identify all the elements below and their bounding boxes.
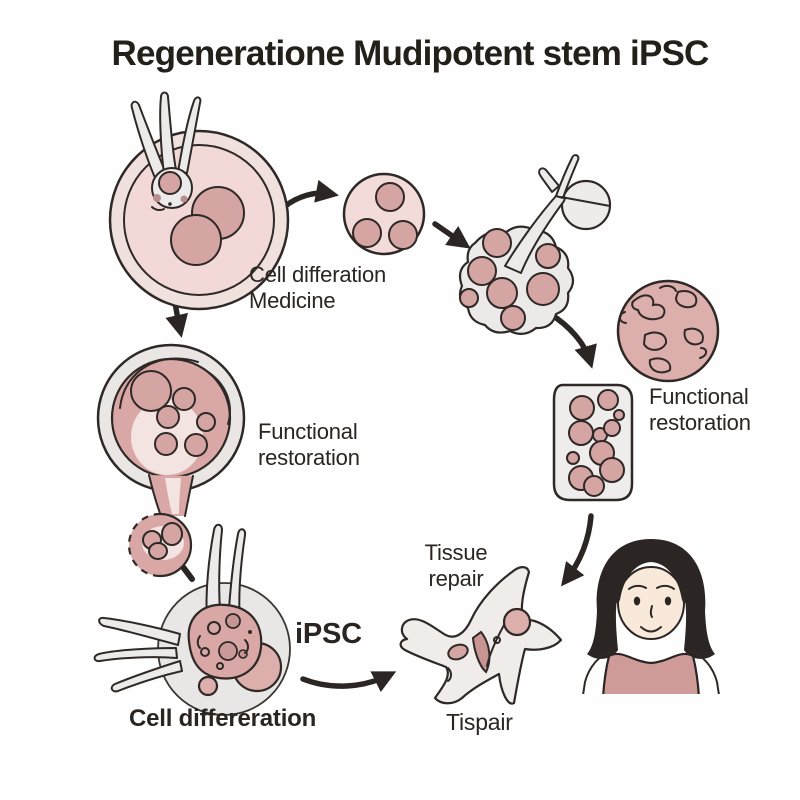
eyebrow-right [656, 584, 675, 590]
nose [649, 605, 653, 618]
label-tispair: Tispair [446, 709, 513, 735]
eye-left [633, 596, 641, 606]
diagram-title: Regeneratione Mudipotent stem iPSC [111, 34, 709, 73]
label-cell-differation: Cell differation Medicine [249, 262, 386, 313]
star-cell-illustration [399, 566, 563, 705]
label-line: Functional [649, 384, 749, 409]
label-line: Functional [258, 419, 358, 444]
label-ipsc: iPSC [295, 618, 362, 650]
arrow-egg-to-stemcell [281, 179, 339, 210]
label-line: Medicine [249, 287, 336, 313]
hair-back [587, 539, 715, 659]
eye-right [664, 596, 672, 606]
shirt [601, 652, 701, 700]
tissue-sphere-illustration [616, 279, 720, 383]
micropipette-icon [130, 100, 167, 181]
label-cell-differeration: Cell differeration [129, 705, 317, 732]
arm-left [582, 650, 613, 696]
arrow-dish-to-starcell [561, 513, 594, 587]
label-tissue-repair: Tissue repair [395, 540, 517, 591]
cell-cluster-illustration [458, 154, 612, 335]
label-functional-restoration-right: Functional restoration [649, 384, 751, 435]
eyebrow-left [628, 584, 647, 590]
label-line: restoration [649, 409, 751, 435]
label-line: repair [428, 565, 484, 591]
culture-dish-illustration [552, 383, 634, 502]
woman-illustration [563, 539, 800, 706]
arrow-ipsc-to-starcell [300, 671, 397, 693]
mouth [640, 626, 662, 633]
arrow-cluster-to-dish [546, 310, 597, 369]
face [617, 566, 685, 640]
label-line: Cell differation [249, 262, 387, 287]
blastocyst-flask-illustration [96, 343, 246, 578]
arrow-stemcell-to-cluster [432, 221, 471, 249]
stem-cell-illustration [342, 172, 426, 256]
label-functional-restoration-left: Functional restoration [258, 419, 360, 470]
label-line: Tissue [424, 540, 488, 565]
arm-right [689, 650, 720, 696]
fertilized-egg-illustration [108, 91, 290, 311]
hair-bangs [613, 550, 689, 603]
label-line: restoration [258, 444, 360, 470]
neuron-cell-illustration [93, 523, 291, 716]
